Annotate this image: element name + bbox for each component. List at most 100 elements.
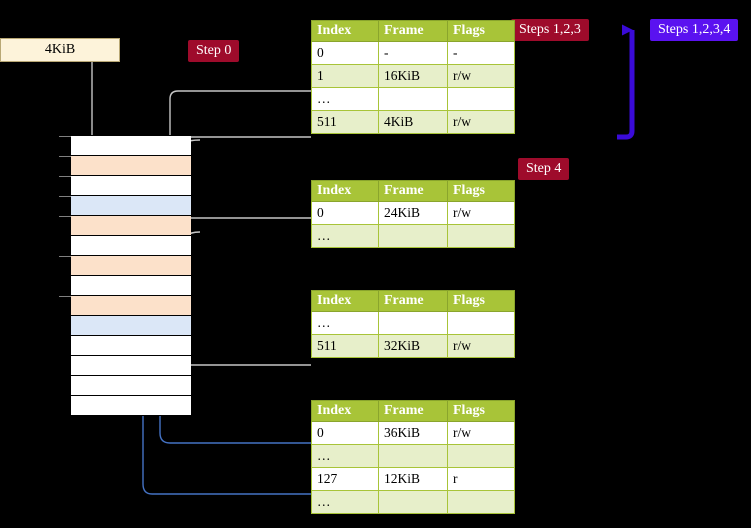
table-cell-index: 127 [311,467,379,491]
table-cell-flags [447,311,515,335]
badge-step-4: Step 4 [518,158,570,180]
memory-frame-row [71,156,191,176]
table-row: … [311,311,515,335]
table-row: … [311,224,515,248]
table-cell-frame: 16KiB [378,64,448,88]
memory-frame-row [71,256,191,276]
table-cell-frame: 4KiB [378,110,448,134]
column-header-frame: Frame [378,400,448,422]
column-header-frame: Frame [378,180,448,202]
table-cell-frame [378,490,448,514]
table-cell-flags: - [447,41,515,65]
column-header-index: Index [311,400,379,422]
badge-steps-1-2-3-4: Steps 1,2,3,4 [650,19,739,41]
memory-frame-tick [59,176,71,177]
wire-t2-to-memory [177,200,311,231]
table-header-row: Index Frame Flags [311,290,515,312]
column-header-index: Index [311,180,379,202]
table-cell-flags [447,444,515,468]
wire-steps-1234-arrow [617,24,635,140]
table-cell-frame: 36KiB [378,421,448,445]
table-cell-flags [447,224,515,248]
table-row: … [311,87,515,111]
column-header-index: Index [311,20,379,42]
memory-frame-row [71,356,191,376]
table-cell-frame: 32KiB [378,334,448,358]
table-cell-flags: r [447,467,515,491]
table-cell-frame [378,311,448,335]
memory-frame-row [71,216,191,236]
badge-step-0: Step 0 [188,40,240,62]
table-cell-flags [447,87,515,111]
badge-steps-1-2-3: Steps 1,2,3 [511,19,589,41]
table-cell-flags: r/w [447,334,515,358]
table-cell-index: … [311,444,379,468]
memory-frame-row [71,376,191,396]
memory-frame-row [71,296,191,316]
table-cell-index: 511 [311,110,379,134]
table-cell-flags: r/w [447,64,515,88]
table-cell-index: … [311,224,379,248]
table-cell-frame: 12KiB [378,467,448,491]
memory-frame-row [71,136,191,156]
table-cell-frame: 24KiB [378,201,448,225]
memory-frame-tick [59,196,71,197]
memory-frame-row [71,236,191,256]
table-cell-index: … [311,311,379,335]
table-cell-index: 0 [311,41,379,65]
table-cell-frame [378,87,448,111]
table-cell-index: 0 [311,201,379,225]
table-cell-flags: r/w [447,421,515,445]
wire-t1-row1-to-memory [169,90,311,156]
table-header-row: Index Frame Flags [311,400,515,422]
memory-size-label: 4KiB [0,38,120,62]
memory-frame-row [71,396,191,416]
table-cell-frame [378,224,448,248]
table-cell-index: 511 [311,334,379,358]
column-header-flags: Flags [447,290,515,312]
physical-memory-column [59,135,191,416]
memory-frame-tick [59,256,71,257]
memory-frame-row [71,196,191,216]
table-cell-flags [447,490,515,514]
table-cell-index: 0 [311,421,379,445]
memory-frame-row [71,276,191,296]
wire-t3-to-memory [174,315,311,366]
table-row: … [311,444,515,468]
table-cell-frame [378,444,448,468]
column-header-index: Index [311,290,379,312]
table-header-row: Index Frame Flags [311,180,515,202]
column-header-frame: Frame [378,290,448,312]
table-header-row: Index Frame Flags [311,20,515,42]
table-row: 0-- [311,41,515,65]
column-header-flags: Flags [447,400,515,422]
table-cell-flags: r/w [447,201,515,225]
memory-frame-row [71,336,191,356]
table-row: … [311,490,515,514]
memory-frame-row [71,316,191,336]
column-header-flags: Flags [447,20,515,42]
memory-frame-tick [59,156,71,157]
memory-frame-tick [59,216,71,217]
memory-frame-tick [59,136,71,137]
memory-frame-tick [59,296,71,297]
table-cell-index: … [311,490,379,514]
table-cell-index: 1 [311,64,379,88]
table-cell-index: … [311,87,379,111]
column-header-flags: Flags [447,180,515,202]
